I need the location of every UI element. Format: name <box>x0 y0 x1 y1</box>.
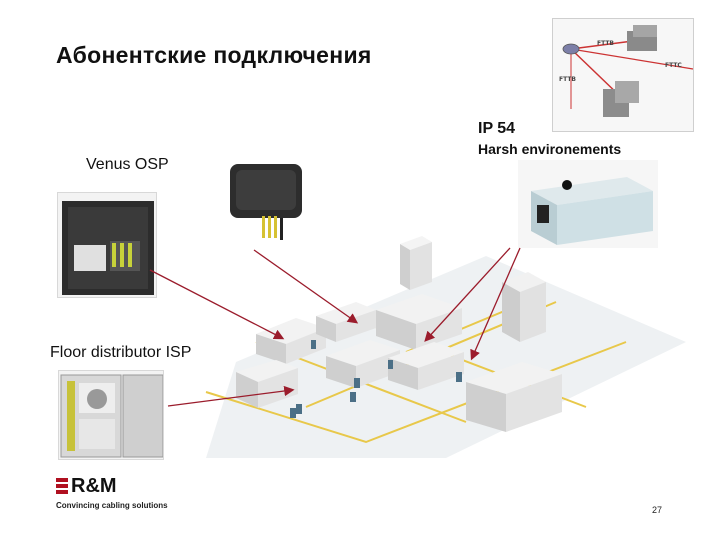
arrow-venus-closed <box>253 249 359 324</box>
arrow-venus-open <box>149 269 285 340</box>
logo-tagline: Convincing cabling solutions <box>56 501 168 510</box>
network-diagram: FTTB FTTC FTTB <box>552 18 694 132</box>
network-diagram-graphic: FTTB FTTC FTTB <box>559 25 694 117</box>
ip54-label: IP 54 <box>478 120 516 137</box>
page-number: 27 <box>652 505 663 515</box>
venus-osp-label: Venus OSP <box>86 156 169 173</box>
venus-open-box-image <box>57 192 157 298</box>
arrow-ip54-1 <box>424 247 511 342</box>
logo-brand: R&M <box>71 475 117 497</box>
floor-distributor-label: Floor distributor ISP <box>50 344 192 361</box>
building-top-icon <box>627 25 657 51</box>
building-scene <box>166 232 686 460</box>
logo-bars-icon <box>56 478 68 494</box>
venus-closed-box-image <box>222 158 310 242</box>
arrow-ip54-2 <box>470 247 521 361</box>
fttb-bottom-label: FTTB <box>559 76 576 83</box>
floor-distributor-image <box>58 370 164 460</box>
fttc-label: FTTC <box>665 62 682 69</box>
office-building-icon <box>502 272 546 342</box>
building-bottom-icon <box>603 81 639 117</box>
arrow-floor-distributor <box>167 385 295 407</box>
distribution-boxes <box>290 340 462 418</box>
fttb-top-label: FTTB <box>597 40 614 47</box>
rm-logo: R&M Convincing cabling solutions <box>56 476 176 516</box>
ip54-enclosure-image <box>518 160 658 248</box>
tall-building-icon <box>400 236 432 290</box>
slide-title: Абонентские подключения <box>56 42 372 68</box>
harsh-label: Harsh environements <box>478 141 622 157</box>
